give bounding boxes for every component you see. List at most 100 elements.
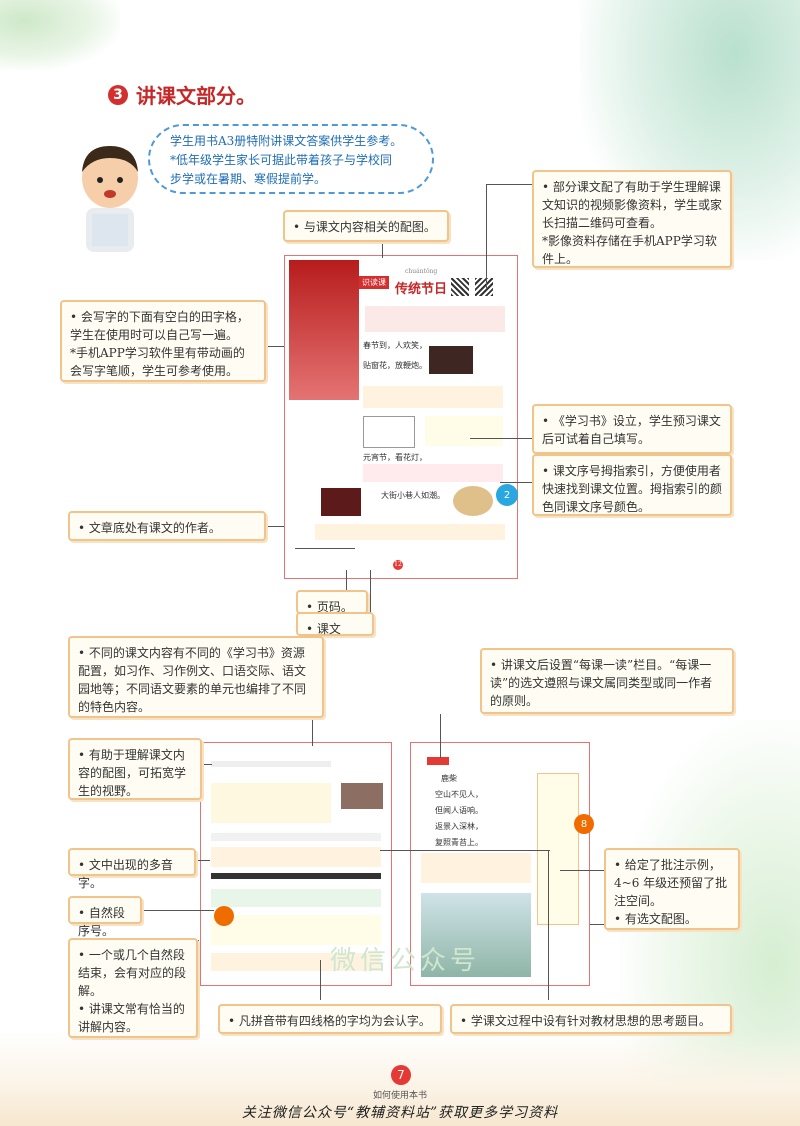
explanation-box (363, 464, 503, 482)
note-text: • 页码。 (306, 600, 353, 614)
speech-bubble: 学生用书A3册特附讲课文答案供学生参考。 *低年级学生家长可据此带着孩子与学校同… (148, 124, 434, 194)
note-text: • 课文序号拇指索引，方便使用者快速找到课文位置。拇指索引的颜色同课文序号颜色。 (542, 464, 723, 514)
illustration-image (341, 783, 383, 809)
leaf-decoration-top-left (0, 0, 120, 70)
connector-line (196, 860, 210, 861)
word-explanation-box (365, 306, 505, 332)
textbook-page-sample-2 (200, 742, 392, 986)
note-text: • 凡拼音带有四线格的字均为会认字。 (228, 1014, 431, 1028)
qr-code-icon[interactable] (451, 278, 469, 296)
note-lesson-name: • 课文名。 (296, 612, 374, 654)
textbook-page-sample: 识读课 chuántǒng 传统节日 春节到，人欢笑， 贴窗花，放鞭炮。 元宵节… (284, 255, 518, 579)
lesson-tag: 识读课 (359, 276, 389, 289)
note-resources: • 不同的课文内容有不同的《学习书》资源配置，如习作、习作例文、口语交际、语文园… (68, 636, 324, 718)
note-polyphone: • 文中出现的多音字。 (68, 848, 196, 890)
note-text: *手机APP学习软件里有带动画的会写字笔顺，学生可参考使用。 (70, 346, 245, 378)
connector-line (548, 850, 549, 1000)
footer-note: 关注微信公众号“教辅资料站”获取更多学习资料 (241, 1105, 559, 1121)
section-tag (427, 757, 449, 765)
connector-line (202, 764, 212, 765)
bubble-line-3: 步学或在暑期、寒假提前学。 (170, 172, 327, 186)
lantern-street-image (289, 260, 359, 400)
page-number: 7 (391, 1065, 411, 1085)
note-writing-grid: • 会写字的下面有空白的田字格，学生在使用时可以自己写一遍。 *手机APP学习软… (60, 300, 266, 382)
note-paragraph-number: • 自然段序号。 (68, 896, 142, 938)
connector-line (560, 870, 604, 871)
note-text: • 文中出现的多音字。 (78, 858, 173, 890)
note-text: • 学课文过程中设有针对教材思想的思考题目。 (460, 1014, 711, 1028)
footer-title: 如何使用本书 (372, 1091, 427, 1101)
page-number-badge: 12 (393, 560, 403, 570)
thumb-index-badge[interactable]: 2 (496, 484, 518, 506)
explanation-box (363, 386, 503, 408)
note-author: • 文章底处有课文的作者。 (68, 511, 266, 541)
note-text: • 有选文配图。 (614, 912, 697, 926)
poem-lines: 空山不见人， 但闻人语响。 返景入深林， 复照青苔上。 (435, 787, 483, 851)
note-text: • 给定了批注示例，4~6 年级还预留了批注空间。 (614, 858, 728, 908)
note-text: *影像资料存储在手机APP学习软件上。 (542, 234, 717, 266)
note-recognize-chars: • 凡拼音带有四线格的字均为会认字。 (218, 1004, 442, 1034)
connector-line (382, 234, 383, 258)
explanation-box (315, 524, 505, 540)
poem-line: 复照青苔上。 (435, 838, 483, 847)
poem-title: 鹿柴 (441, 774, 457, 783)
connector-line (266, 526, 284, 527)
boy-illustration (82, 146, 138, 252)
connector-line (266, 346, 284, 347)
connector-line (380, 850, 550, 851)
connector-line (346, 570, 347, 600)
tangyuan-image (453, 486, 493, 516)
connector-line (198, 940, 199, 1010)
connector-line (312, 690, 313, 746)
note-text: • 一个或几个自然段结束，会有对应的段解。 (78, 948, 187, 998)
text-line (211, 761, 331, 767)
note-text: • 讲课文常有恰当的讲解内容。 (78, 1002, 185, 1034)
note-text: • 讲课文后设置“每课一读”栏目。“每课一读”的选文遵照与课文属同类型或同一作者… (490, 658, 713, 708)
textbook-page-sample-3: 鹿柴 空山不见人， 但闻人语响。 返景入深林， 复照青苔上。 (410, 742, 590, 986)
poem-line: 贴窗花，放鞭炮。 (363, 361, 427, 370)
poem-line: 但闻人语响。 (435, 806, 483, 815)
connector-line (486, 184, 534, 185)
explanation-box (211, 847, 381, 867)
note-xuexishu: • 《学习书》设立，学生预习课文后可试着自己填写。 (532, 404, 732, 454)
connector-line (500, 482, 532, 483)
connector-line (320, 960, 321, 1000)
lesson-title: 传统节日 (395, 282, 448, 297)
connector-line (440, 714, 441, 758)
connector-line (470, 438, 532, 439)
note-daily-read: • 讲课文后设置“每课一读”栏目。“每课一读”的选文遵照与课文属同类型或同一作者… (480, 648, 734, 714)
note-text: • 文章底处有课文的作者。 (78, 521, 221, 535)
poem-line: 返景入深林， (435, 822, 483, 831)
poem-line: 大街小巷人如潮。 (381, 491, 445, 500)
explanation-box (211, 953, 381, 971)
note-text: • 自然段序号。 (78, 906, 125, 938)
lantern-image (321, 488, 361, 516)
note-thumb-index: • 课文序号拇指索引，方便使用者快速找到课文位置。拇指索引的颜色同课文序号颜色。 (532, 454, 732, 516)
explanation-box (421, 853, 531, 883)
note-text: • 会写字的下面有空白的田字格，学生在使用时可以自己写一遍。 (70, 310, 249, 342)
section-number: 3 (108, 84, 128, 105)
note-annotation: • 给定了批注示例，4~6 年级还预留了批注空间。 • 有选文配图。 (604, 848, 740, 930)
note-thinking-questions: • 学课文过程中设有针对教材思想的思考题目。 (450, 1004, 732, 1034)
paragraph-number-badge (214, 906, 234, 926)
author-line (295, 548, 355, 549)
note-related-image: • 与课文内容相关的配图。 (283, 210, 449, 242)
writing-grid[interactable] (363, 416, 415, 448)
note-page-number: • 页码。 (296, 590, 368, 614)
text-line (211, 833, 381, 841)
note-video-resources: • 部分课文配了有助于学生理解课文知识的视频影像资料，学生或家长扫描二维码可查看… (532, 170, 732, 268)
note-text: • 《学习书》设立，学生预习课文后可试着自己填写。 (542, 414, 721, 446)
note-text: • 与课文内容相关的配图。 (293, 220, 436, 234)
poem-line: 元宵节，看花灯， (363, 453, 427, 462)
poem-line: 春节到，人欢笑， (363, 341, 427, 350)
landscape-image (421, 893, 531, 977)
firecracker-image (429, 346, 473, 374)
thumb-index-badge[interactable]: 8 (574, 814, 594, 834)
qr-code-icon[interactable] (475, 278, 493, 296)
watermark: 微信公众号 (329, 946, 480, 976)
explanation-box (211, 915, 381, 945)
annotation-column (537, 773, 579, 925)
section-heading: 3 讲课文部分。 (108, 80, 256, 109)
xuexishu-box (425, 416, 503, 446)
section-title: 讲课文部分。 (136, 84, 256, 108)
